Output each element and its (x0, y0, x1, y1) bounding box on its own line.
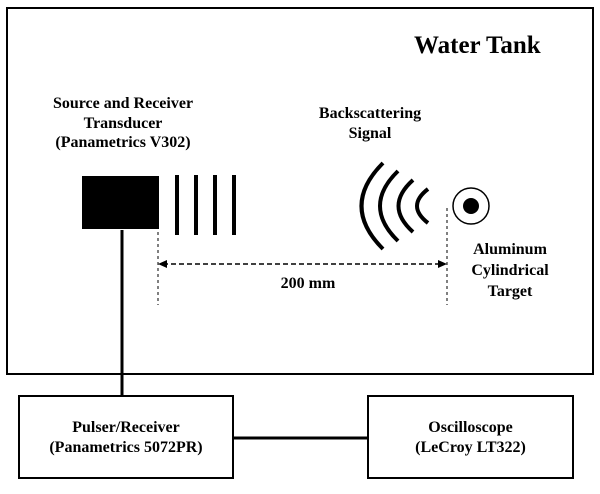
transducer-label-line-1: Source and Receiver (52, 95, 194, 112)
pulser-label-line-1: Pulser/Receiver (72, 419, 180, 436)
water-tank-label: Water Tank (414, 32, 541, 59)
backscatter-label-line-1: Backscattering (318, 105, 422, 122)
pulser-receiver-box (18, 395, 234, 479)
transducer-block (82, 176, 159, 229)
transmitted-pulse (175, 175, 236, 235)
pulser-label-line-2: (Panametrics 5072PR) (49, 438, 203, 456)
arrowhead-left (158, 260, 167, 268)
oscilloscope-label: Oscilloscope (LeCroy LT322) (367, 418, 574, 457)
cylindrical-target (452, 187, 490, 225)
pulser-receiver-label: Pulser/Receiver (Panametrics 5072PR) (18, 418, 234, 457)
target-label-line-3: Target (487, 282, 533, 300)
oscilloscope-box (367, 395, 574, 479)
backscatter-arcs (359, 161, 430, 251)
target-label: Aluminum Cylindrical Target (450, 240, 570, 302)
oscilloscope-label-line-1: Oscilloscope (428, 419, 513, 436)
transducer-label-line-3: (Panametrics V302) (55, 134, 191, 152)
backscatter-label-line-2: Signal (348, 124, 392, 142)
backscatter-label: Backscattering Signal (290, 104, 450, 143)
arrowhead-right (438, 260, 447, 268)
transducer-label-line-2: Transducer (83, 114, 163, 132)
distance-label: 200 mm (280, 275, 336, 292)
transducer-label: Source and Receiver Transducer (Panametr… (18, 94, 228, 153)
target-label-line-2: Cylindrical (471, 261, 549, 279)
target-label-line-1: Aluminum (473, 241, 547, 258)
oscilloscope-label-line-2: (LeCroy LT322) (415, 438, 526, 456)
